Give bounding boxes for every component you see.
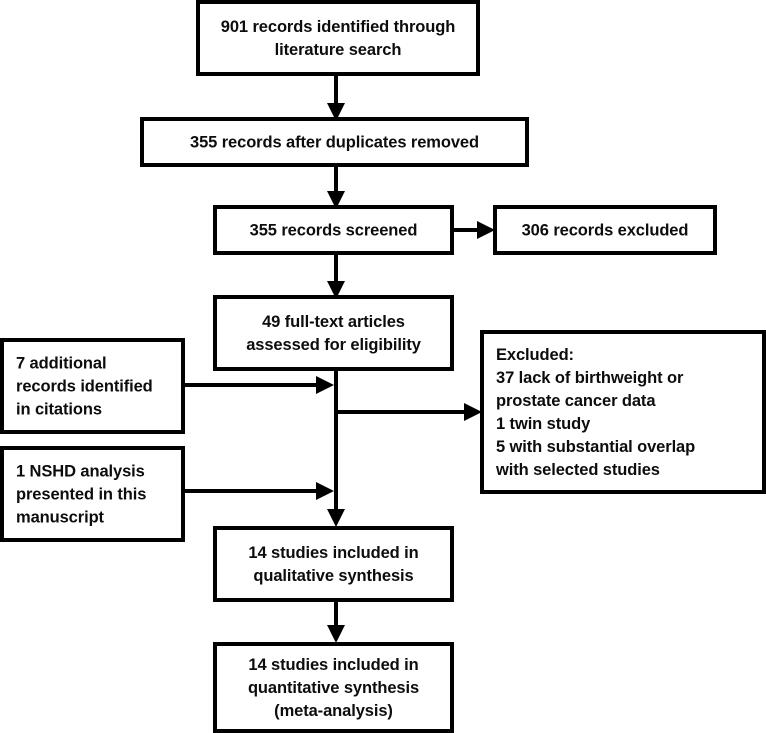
full-text-excluded-box-line: 5 with substantial overlap (496, 438, 695, 456)
records-identified-box-line: literature search (275, 41, 402, 59)
full-text-assessed-box: 49 full-text articles assessed for eligib… (213, 295, 454, 371)
records-identified-box: 901 records identified through literature… (196, 0, 480, 76)
connector-spine-to-excluded (338, 403, 482, 421)
quantitative-synthesis-box-line: quantitative synthesis (248, 679, 419, 697)
full-text-excluded-box-line: 37 lack of birthweight or (496, 369, 684, 387)
connector-screened-to-fulltext (327, 253, 345, 299)
records-after-duplicates-box: 355 records after duplicates removed (140, 117, 529, 167)
additional-records-citations-box-line: 7 additional (16, 354, 106, 372)
connector-screened-to-excluded (452, 221, 495, 239)
records-excluded-box: 306 records excluded (493, 205, 717, 255)
qualitative-synthesis-box-line: 14 studies included in (248, 544, 418, 562)
full-text-excluded-box-line: with selected studies (495, 461, 660, 479)
records-excluded-box-line: 306 records excluded (522, 221, 689, 239)
additional-records-citations-box-frame (0, 338, 185, 434)
full-text-excluded-box-line: 1 twin study (496, 415, 591, 433)
records-identified-box-frame (196, 0, 480, 76)
quantitative-synthesis-box-line: (meta-analysis) (274, 702, 393, 720)
nshd-analysis-box: 1 NSHD analysis presented in this manuscri… (0, 446, 185, 542)
quantitative-synthesis-box-line: 14 studies included in (248, 656, 418, 674)
full-text-excluded-box-line: prostate cancer data (496, 392, 656, 410)
additional-records-citations-box-line: in citations (16, 400, 102, 418)
nshd-analysis-box-line: manuscript (16, 508, 105, 526)
records-identified-box-line: 901 records identified through (221, 18, 455, 36)
connector-qualitative-to-quantitative (327, 600, 345, 643)
connector-duplicates-to-screened (327, 165, 345, 209)
full-text-assessed-box-frame (213, 295, 454, 371)
connector-nshd-to-spine (183, 482, 334, 500)
full-text-assessed-box-line: 49 full-text articles (262, 313, 405, 331)
additional-records-citations-box-line: records identified (16, 377, 153, 395)
nshd-analysis-box-frame (0, 446, 185, 542)
full-text-excluded-box: Excluded: 37 lack of birthweight or prost… (480, 330, 766, 494)
connector-layer (183, 74, 495, 643)
qualitative-synthesis-box-frame (213, 526, 454, 602)
records-excluded-box-frame (493, 205, 717, 255)
records-screened-box-line: 355 records screened (250, 221, 418, 239)
nshd-analysis-box-line: 1 NSHD analysis (16, 462, 145, 480)
nshd-analysis-box-line: presented in this (16, 485, 146, 503)
records-screened-box-frame (213, 205, 454, 255)
connector-identified-to-duplicates (327, 74, 345, 121)
connector-citations-to-spine (183, 376, 334, 394)
qualitative-synthesis-box-line: qualitative synthesis (253, 567, 413, 585)
full-text-excluded-box-frame (480, 330, 766, 494)
quantitative-synthesis-box-frame (213, 642, 454, 733)
additional-records-citations-box: 7 additional records identified in citatio… (0, 338, 185, 434)
connector-fulltext-to-qualitative (327, 369, 345, 527)
full-text-assessed-box-line: assessed for eligibility (246, 336, 422, 354)
records-screened-box: 355 records screened (213, 205, 454, 255)
records-after-duplicates-box-frame (140, 117, 529, 167)
quantitative-synthesis-box: 14 studies included in quantitative synth… (213, 642, 454, 733)
qualitative-synthesis-box: 14 studies included in qualitative synthe… (213, 526, 454, 602)
records-after-duplicates-box-line: 355 records after duplicates removed (190, 133, 479, 151)
full-text-excluded-box-line: Excluded: (496, 346, 574, 364)
